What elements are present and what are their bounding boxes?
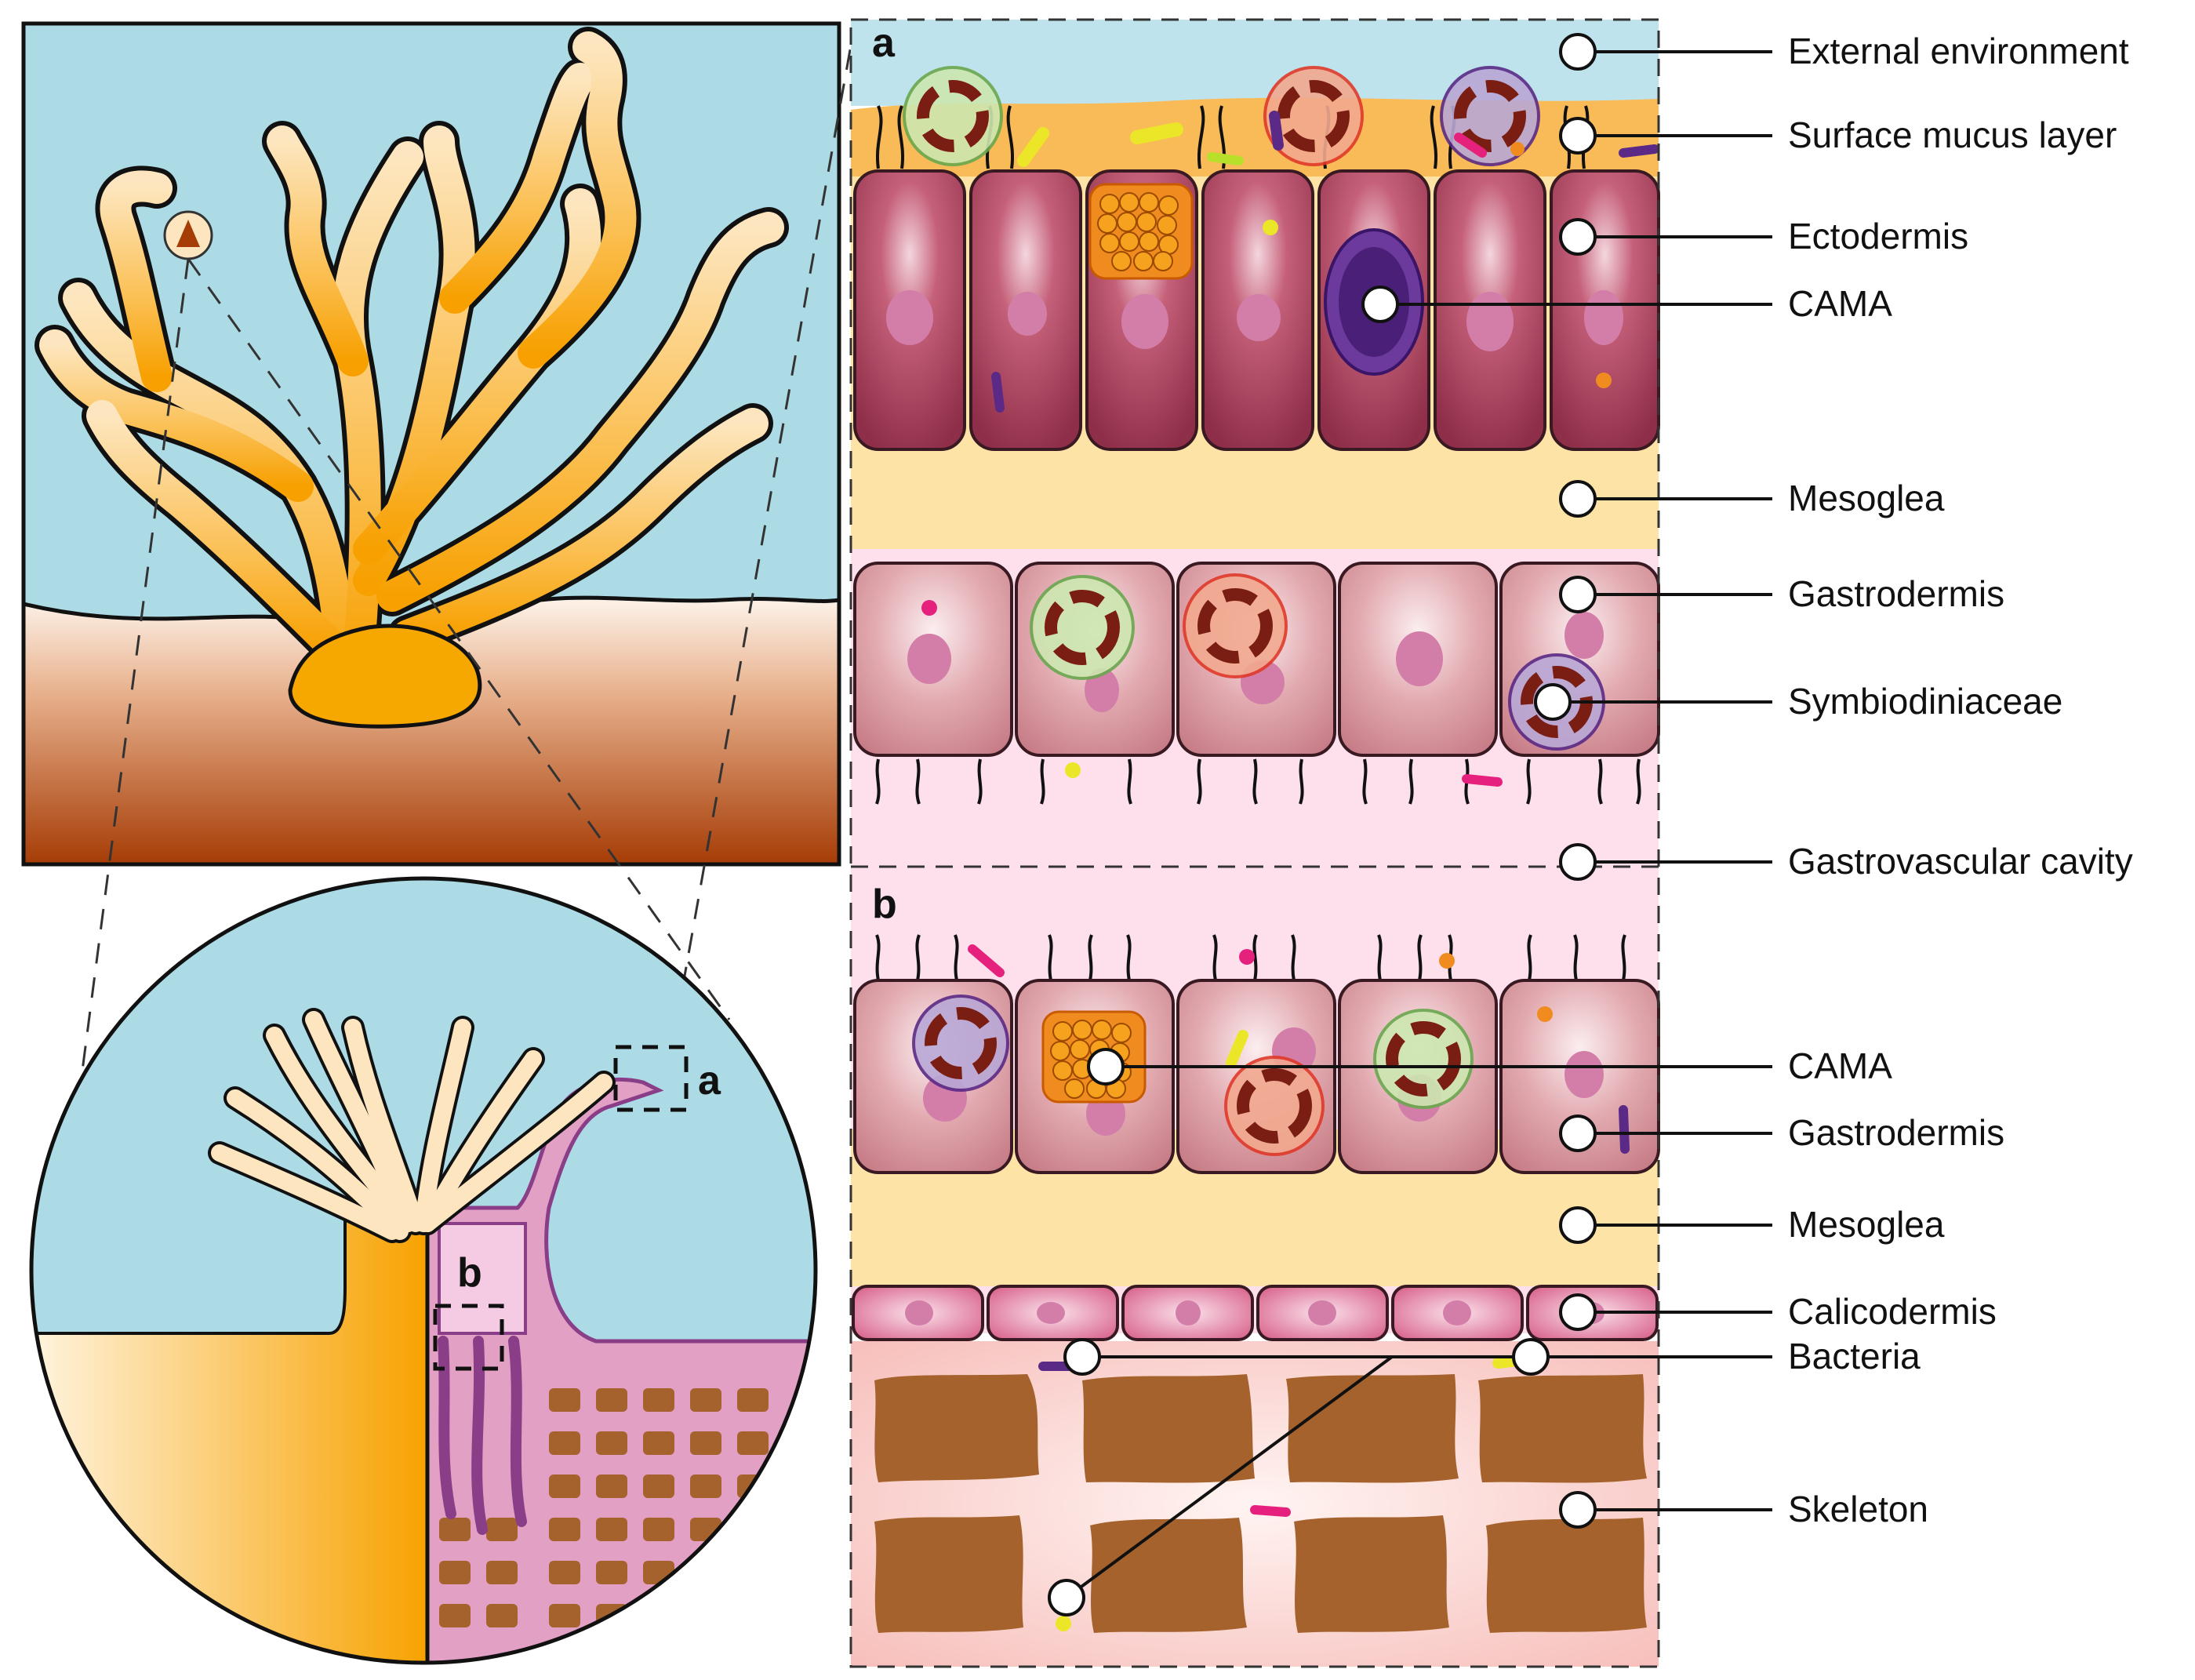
bacteria-gastro-a xyxy=(921,600,1503,787)
marker-gastrodermis-a xyxy=(1559,576,1597,613)
inset-marker-b xyxy=(433,1304,504,1371)
label-markers xyxy=(1048,33,1597,1616)
calico-nuclei xyxy=(905,1300,1604,1325)
marker-gastrodermis-b xyxy=(1559,1115,1597,1152)
bacteria-gastro-b xyxy=(968,944,1630,1154)
marker-skeleton xyxy=(1559,1491,1597,1529)
gastro-nuclei-a xyxy=(907,612,1604,712)
tissue-panel-frame xyxy=(849,18,1660,1668)
marker-symbiodiniaceae xyxy=(1534,683,1572,721)
label-ectodermis: Ectodermis xyxy=(1788,216,1968,256)
marker-cama-a xyxy=(1361,285,1399,323)
colony-panel-frame xyxy=(21,21,841,867)
inset-label-b: b xyxy=(457,1250,482,1296)
label-symbiodiniaceae: Symbiodiniaceae xyxy=(1788,681,2062,722)
label-gastrodermis-a: Gastrodermis xyxy=(1788,573,2004,614)
inset-polyp-icon xyxy=(176,220,200,247)
polyp-cross-section: a b xyxy=(29,876,818,1665)
label-gastrovascular-cavity: Gastrovascular cavity xyxy=(1788,841,2133,882)
marker-surface-mucus-layer xyxy=(1559,117,1597,155)
marker-external-environment xyxy=(1559,33,1597,71)
symbiont-cells-gastro-a xyxy=(1030,573,1605,751)
panel-label-a: a xyxy=(872,20,896,66)
marker-bacteria-3 xyxy=(1048,1579,1085,1616)
panel-label-b: b xyxy=(872,882,897,927)
marker-bacteria-2 xyxy=(1512,1338,1550,1376)
layer-labels: External environment Surface mucus layer… xyxy=(1788,31,2133,1529)
inset-marker-a xyxy=(613,1045,689,1112)
label-cama-a: CAMA xyxy=(1788,283,1892,324)
marker-mesoglea-a xyxy=(1559,480,1597,518)
marker-calicodermis xyxy=(1559,1293,1597,1331)
tissue-panel: a b xyxy=(849,18,1660,1668)
symbiont-cells-mucus xyxy=(903,66,1540,166)
marker-bacteria-1 xyxy=(1063,1338,1101,1376)
label-bacteria: Bacteria xyxy=(1788,1336,1921,1376)
label-surface-mucus-layer: Surface mucus layer xyxy=(1788,115,2117,155)
cama-orange-ecto xyxy=(1088,183,1194,280)
label-mesoglea-b: Mesoglea xyxy=(1788,1204,1945,1245)
marker-gastrovascular-cavity xyxy=(1559,843,1597,881)
bacteria-mucus xyxy=(991,111,1659,413)
label-external-environment: External environment xyxy=(1788,31,2129,71)
skeleton-blocks xyxy=(874,1374,1647,1633)
polyp-circle-frame xyxy=(29,876,818,1665)
cilia-gastro-b xyxy=(875,934,1626,981)
label-skeleton: Skeleton xyxy=(1788,1489,1928,1529)
inset-label-a: a xyxy=(698,1058,721,1104)
label-leaders xyxy=(1065,50,1772,1599)
symbiont-cells-gastro-b xyxy=(912,995,1474,1156)
coral-colony xyxy=(35,27,789,729)
label-cama-b: CAMA xyxy=(1788,1045,1892,1086)
label-calicodermis: Calicodermis xyxy=(1788,1291,1997,1332)
marker-ectodermis xyxy=(1559,218,1597,256)
zoom-lines xyxy=(69,23,856,1162)
cilia-gastro-a xyxy=(875,758,1641,805)
colony-panel xyxy=(21,21,841,867)
label-mesoglea-a: Mesoglea xyxy=(1788,478,1945,518)
ecto-nuclei xyxy=(886,290,1623,351)
marker-cama-b xyxy=(1087,1048,1125,1085)
marker-mesoglea-b xyxy=(1559,1206,1597,1244)
label-gastrodermis-b: Gastrodermis xyxy=(1788,1112,2004,1153)
polyp-tentacles xyxy=(208,1008,616,1243)
